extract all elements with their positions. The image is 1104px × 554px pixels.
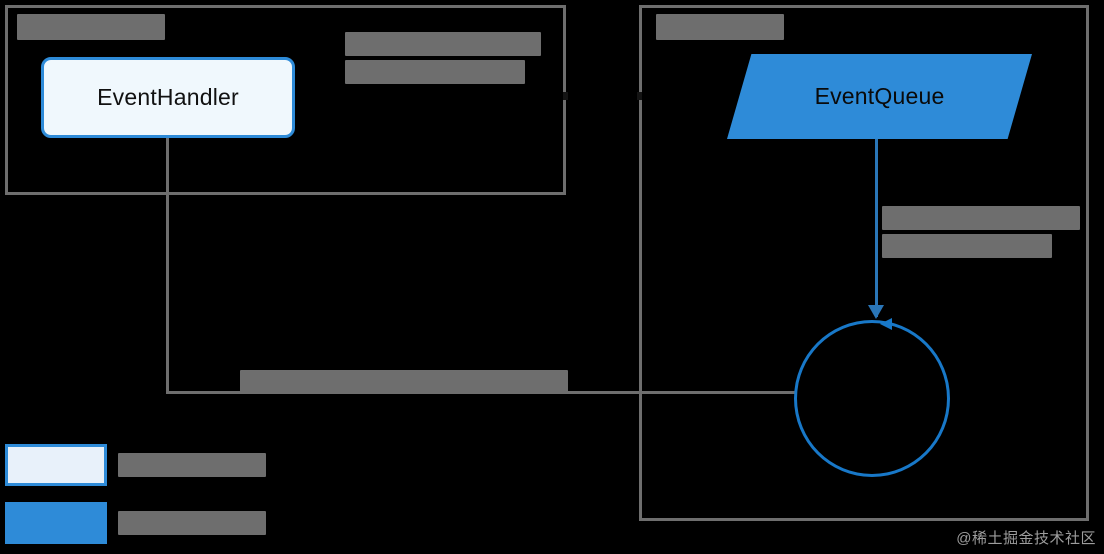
arrowhead-down-icon [868, 305, 884, 319]
panel-left-title-redacted [17, 14, 165, 40]
connector-eventhandler-down [166, 138, 169, 394]
note-right-middle-line2 [882, 234, 1052, 258]
note-top-middle-line1 [345, 32, 541, 56]
note-bottom [240, 370, 568, 394]
connector-tick-right [637, 92, 642, 100]
legend [5, 444, 285, 548]
connector-eventqueue-to-circle [875, 139, 878, 317]
node-event-queue-shape [727, 54, 1032, 139]
note-top-middle [345, 32, 545, 84]
note-right-middle-line1 [882, 206, 1080, 230]
note-right-middle [882, 206, 1080, 258]
note-bottom-line1 [240, 370, 568, 394]
node-process-circle[interactable] [794, 320, 950, 477]
node-event-handler[interactable]: EventHandler [41, 57, 295, 138]
legend-swatch-active [5, 502, 107, 544]
node-event-handler-label: EventHandler [97, 84, 239, 110]
legend-swatch-passive [5, 444, 107, 486]
note-top-middle-line2 [345, 60, 525, 84]
legend-label-passive-redacted [118, 453, 266, 477]
watermark: @稀土掘金技术社区 [956, 530, 1096, 547]
legend-label-active-redacted [118, 511, 266, 535]
connector-tick-left [563, 92, 568, 100]
panel-right [639, 5, 1089, 521]
node-event-queue[interactable]: EventQueue [727, 54, 1032, 139]
panel-right-title-redacted [656, 14, 784, 40]
node-event-queue-label: EventQueue [814, 83, 945, 109]
panel-left [5, 5, 566, 195]
